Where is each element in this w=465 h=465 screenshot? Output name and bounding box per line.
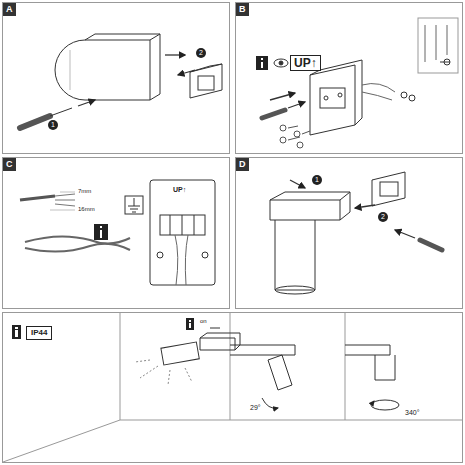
orientation-mark: UP↑ bbox=[172, 186, 187, 193]
dimension: 16mm bbox=[78, 206, 95, 212]
panel-letter: D bbox=[236, 158, 249, 171]
angle-label: 29° bbox=[250, 404, 261, 411]
callout-number: 2 bbox=[196, 48, 206, 58]
callout-number: 1 bbox=[48, 120, 58, 130]
panel-letter: B bbox=[236, 3, 249, 16]
switch-label: on bbox=[200, 318, 207, 324]
callout-number: 2 bbox=[378, 212, 388, 222]
panel-letter: A bbox=[3, 3, 16, 16]
callout-number: 1 bbox=[312, 175, 322, 185]
dimension: 7mm bbox=[78, 188, 91, 194]
orientation-mark: UP↑ bbox=[290, 55, 321, 71]
angle-label: 340° bbox=[405, 409, 419, 416]
panel-letter: C bbox=[3, 158, 16, 171]
protection-rating: IP44 bbox=[26, 326, 52, 340]
